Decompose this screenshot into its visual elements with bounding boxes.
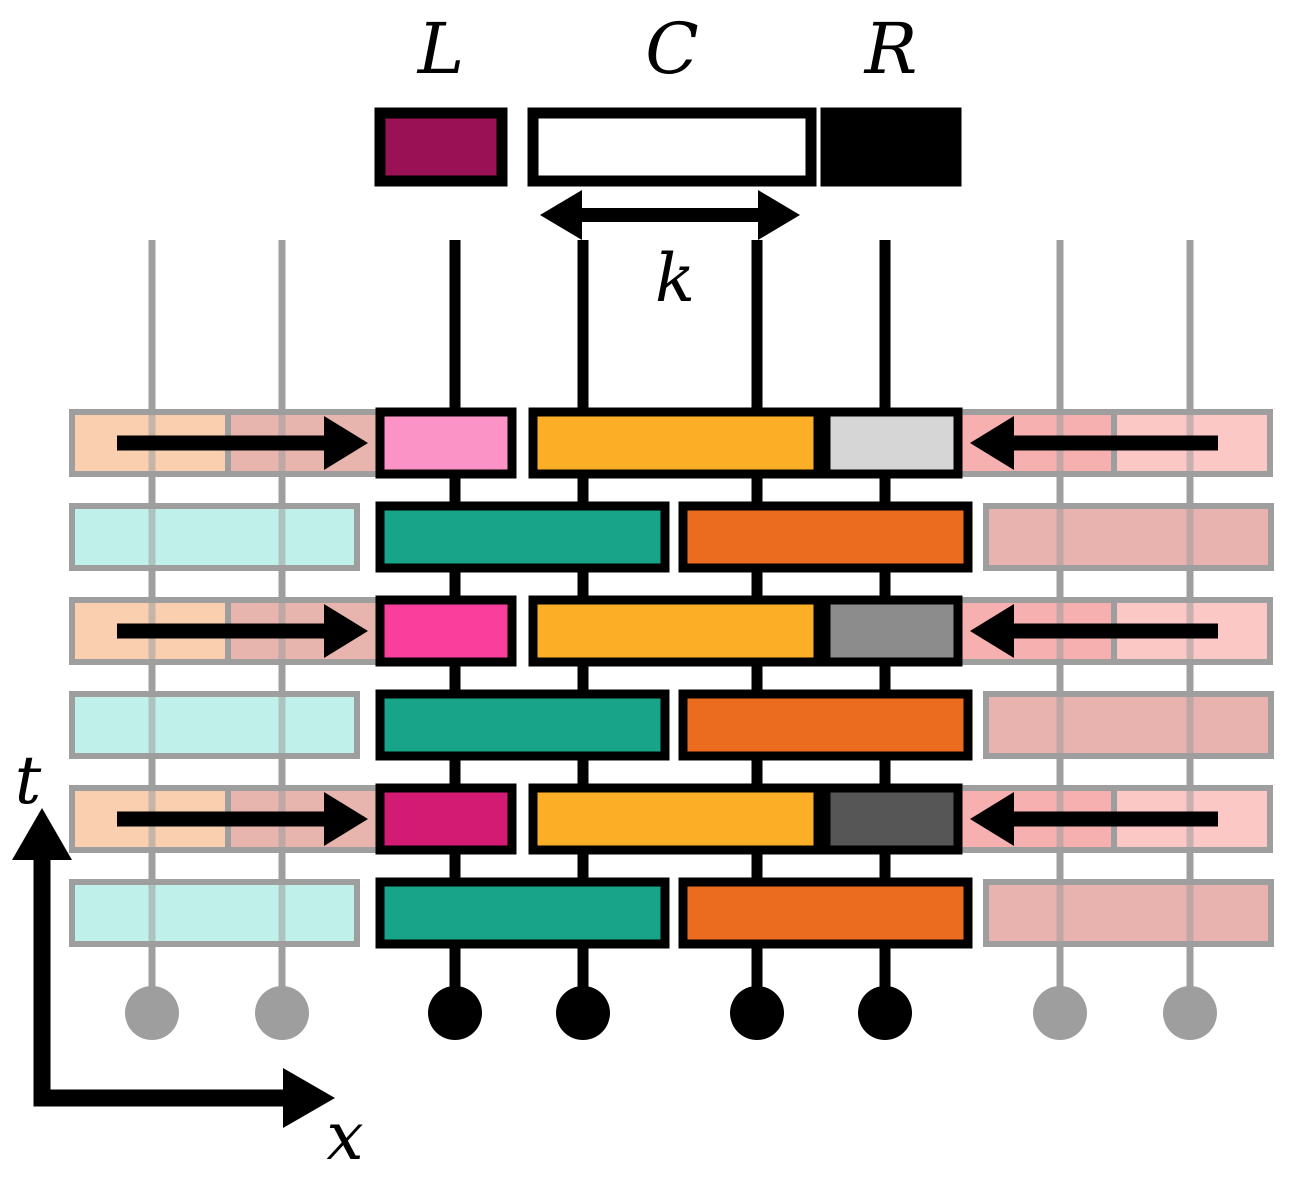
legend-swatch-left bbox=[374, 107, 508, 187]
site-dot-group bbox=[125, 986, 1217, 1040]
gate-C-region bbox=[528, 407, 823, 479]
active-gate-group bbox=[375, 407, 973, 949]
flow-arrow-left-head bbox=[324, 416, 368, 470]
site-dot-faded bbox=[125, 986, 179, 1040]
gate-R-region bbox=[821, 783, 963, 855]
k-arrow-head-right bbox=[758, 190, 800, 240]
gate-C-region bbox=[528, 595, 823, 667]
axes bbox=[12, 808, 335, 1128]
site-dot-faded bbox=[1163, 986, 1217, 1040]
flow-arrow-right-head bbox=[970, 792, 1014, 846]
flow-arrow-right-head bbox=[970, 604, 1014, 658]
faded-gate-cyan-left bbox=[69, 691, 360, 759]
faded-gate-pink-right bbox=[983, 503, 1274, 571]
flow-arrow-right-head bbox=[970, 416, 1014, 470]
flow-arrow-left bbox=[117, 416, 368, 470]
gate-teal-left bbox=[375, 501, 670, 573]
faded-gate-cyan-left bbox=[69, 879, 360, 947]
gate-teal-left bbox=[375, 689, 670, 761]
gate-L-region bbox=[375, 595, 517, 667]
faded-gate-group bbox=[69, 409, 1274, 947]
gate-C-region bbox=[528, 783, 823, 855]
site-dot-faded bbox=[255, 986, 309, 1040]
flow-arrow-right bbox=[970, 416, 1218, 470]
gate-L-region bbox=[375, 407, 517, 479]
faded-gate-cyan-left bbox=[69, 503, 360, 571]
site-dot-active bbox=[858, 986, 912, 1040]
axis-t-arrowhead bbox=[12, 808, 72, 860]
flow-arrow-left bbox=[117, 604, 368, 658]
flow-arrow-right bbox=[970, 604, 1218, 658]
k-arrow-head-left bbox=[540, 190, 582, 240]
site-dot-active bbox=[730, 986, 784, 1040]
gate-orange-right bbox=[678, 501, 973, 573]
axis-x-arrowhead bbox=[283, 1068, 335, 1128]
flow-arrow-left bbox=[117, 792, 368, 846]
site-dot-active bbox=[428, 986, 482, 1040]
site-dot-faded bbox=[1033, 986, 1087, 1040]
flow-arrow-group bbox=[117, 416, 1218, 846]
gate-R-region bbox=[821, 407, 963, 479]
gate-R-region bbox=[821, 595, 963, 667]
faded-gate-pink-right bbox=[983, 691, 1274, 759]
gate-orange-right bbox=[678, 689, 973, 761]
flow-arrow-right bbox=[970, 792, 1218, 846]
faded-gate-pink-right bbox=[983, 879, 1274, 947]
flow-arrow-left-head bbox=[324, 604, 368, 658]
gate-orange-right bbox=[678, 877, 973, 949]
gate-teal-left bbox=[375, 877, 670, 949]
legend bbox=[374, 107, 962, 187]
gate-L-region bbox=[375, 783, 517, 855]
site-dot-active bbox=[556, 986, 610, 1040]
legend-swatch-right bbox=[820, 107, 962, 187]
flow-arrow-left-head bbox=[324, 792, 368, 846]
legend-swatch-center bbox=[527, 107, 817, 187]
k-measure bbox=[540, 190, 800, 240]
